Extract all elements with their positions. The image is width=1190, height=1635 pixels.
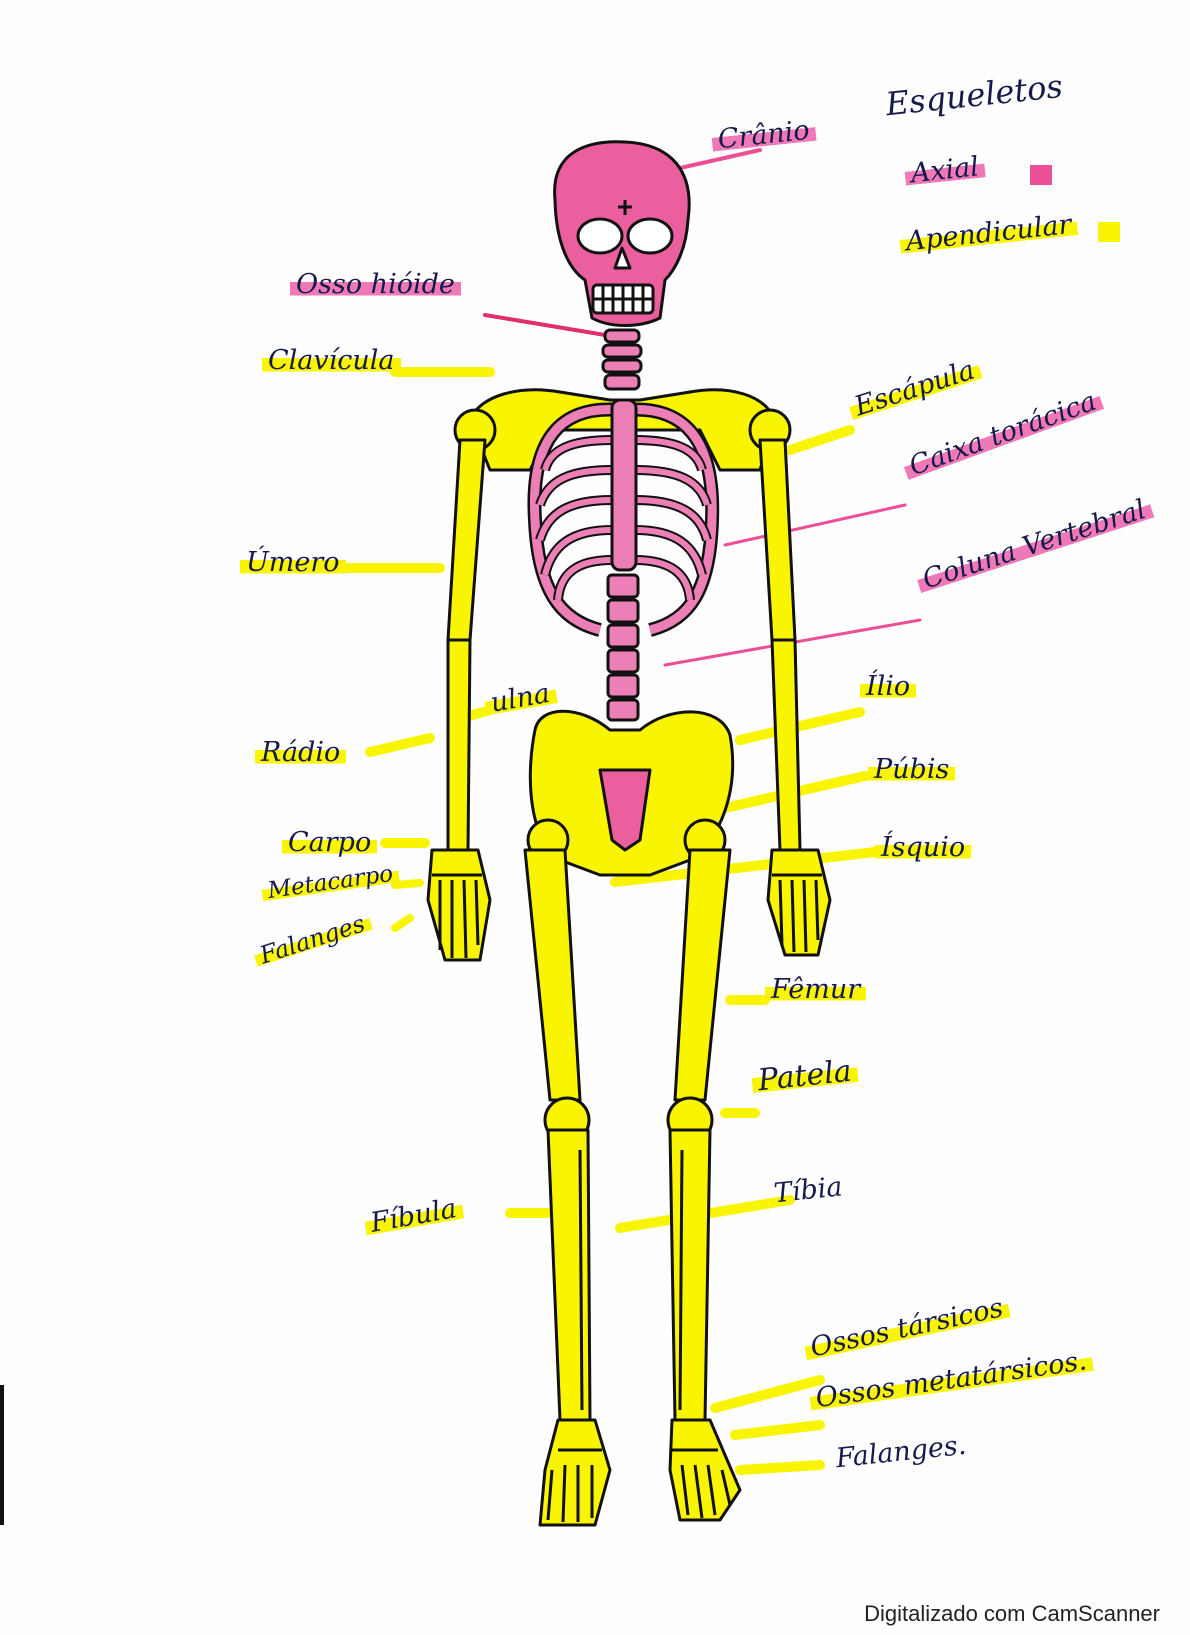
legend-swatch-apendicular (1098, 222, 1120, 242)
label-clavicula: Clavícula (262, 346, 401, 376)
pelvis (526, 709, 735, 877)
sternum (610, 398, 638, 572)
feet (538, 1418, 742, 1527)
cervical-spine (601, 328, 643, 391)
legs (523, 848, 732, 1422)
scanner-watermark: Digitalizado com CamScanner (864, 1601, 1160, 1626)
label-carpo: Carpo (282, 828, 378, 858)
ribcage (527, 402, 720, 637)
label-osso-hioide: Osso hióide (290, 270, 461, 300)
arms (446, 438, 802, 852)
label-femur: Fêmur (765, 975, 867, 1005)
label-ilio: Ílio (860, 672, 917, 702)
legend-swatch-axial (1030, 165, 1052, 185)
label-pubis: Púbis (868, 755, 956, 785)
label-umero: Úmero (240, 548, 346, 578)
label-isquio: Ísquio (875, 833, 972, 863)
lumbar-spine (606, 573, 640, 722)
page-edge-shadow (0, 1385, 4, 1525)
hands (426, 848, 832, 962)
label-radio: Rádio (255, 738, 347, 768)
skull (553, 140, 691, 327)
